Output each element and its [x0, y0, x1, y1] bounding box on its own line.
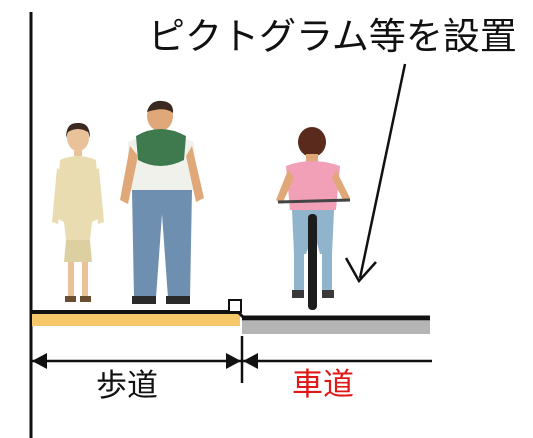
sidewalk-surface: [32, 313, 240, 326]
roadway-label: 車道: [292, 367, 354, 403]
pictogram-arrow: [344, 63, 407, 284]
sidewalk-label: 歩道: [96, 368, 158, 404]
width-dimension-arrows: [32, 336, 432, 383]
cyclist-icon: [276, 127, 351, 310]
roadway-surface: [242, 321, 430, 334]
pedestrian-woman-icon: [52, 122, 104, 302]
pedestrian-man-icon: [120, 100, 204, 304]
curb: [228, 299, 242, 313]
pictogram-caption: ピクトグラム等を設置: [148, 15, 517, 58]
